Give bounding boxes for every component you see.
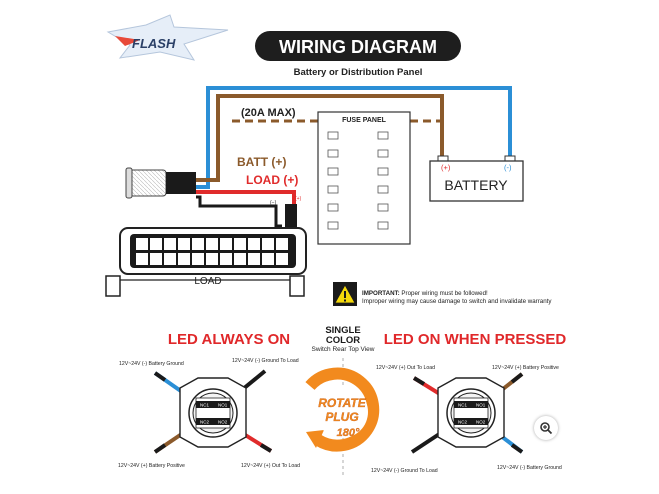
single-color-line2: COLOR xyxy=(326,335,360,346)
rotate-line2: PLUG xyxy=(325,410,358,424)
zoom-in-icon xyxy=(540,422,553,435)
load-label: LOAD (+) xyxy=(246,173,298,187)
load-positive-small: (+) xyxy=(295,196,302,202)
right-pin-bl: NC2 xyxy=(458,420,467,425)
svg-text:IMPORTANT: Proper wiring must: IMPORTANT: Proper wiring must be followe… xyxy=(362,290,488,297)
rotate-line1: ROTATE xyxy=(318,396,367,410)
left-pin-tr: NO1 xyxy=(218,403,228,408)
page-subtitle: Battery or Distribution Panel xyxy=(294,67,423,78)
fuse-panel-label: FUSE PANEL xyxy=(342,117,387,124)
right-label-br: 12V~24V (-) Battery Ground xyxy=(497,465,562,471)
left-pin-tl: NC1 xyxy=(200,403,209,408)
blue-ground-wire xyxy=(196,86,512,189)
battery-positive-label: (+) xyxy=(441,163,451,172)
warning-icon xyxy=(333,282,357,306)
page-title: WIRING DIAGRAM xyxy=(279,37,437,57)
left-pin-br: NO2 xyxy=(218,420,228,425)
left-label-tr: 12V~24V (-) Ground To Load xyxy=(232,358,299,364)
right-label-tr: 12V~24V (+) Battery Positive xyxy=(492,365,559,371)
black-ground-wire xyxy=(196,195,282,228)
battery-label: BATTERY xyxy=(444,177,508,193)
left-pin-bl: NC2 xyxy=(200,420,209,425)
warning-line2: Improper wiring may cause damage to swit… xyxy=(362,298,552,305)
batt-label: BATT (+) xyxy=(237,155,286,169)
warning-notice: IMPORTANT: Proper wiring must be followe… xyxy=(333,282,552,306)
rear-view-label: Switch Rear Top View xyxy=(312,346,375,353)
left-label-tl: 12V~24V (-) Battery Ground xyxy=(119,361,184,367)
mode-left-title: LED ALWAYS ON xyxy=(168,331,290,348)
load-negative-small: (−) xyxy=(270,200,277,206)
led-light-bar xyxy=(105,227,307,297)
switch-body xyxy=(125,167,196,199)
left-switch-rear: NC1 NO1 NC2 NO2 xyxy=(153,369,273,454)
warning-bold: IMPORTANT: xyxy=(362,290,400,297)
right-pin-tl: NC1 xyxy=(458,403,467,408)
right-pin-br: NO2 xyxy=(476,420,486,425)
right-pin-tr: NO1 xyxy=(476,403,486,408)
brown-batt-wire xyxy=(196,94,444,182)
left-label-bl: 12V~24V (+) Battery Positive xyxy=(118,463,185,469)
single-color-line1: SINGLE xyxy=(325,325,360,336)
right-switch-rear: NC1 NO1 NC2 NO2 xyxy=(410,372,524,454)
battery-negative-label: (-) xyxy=(504,163,512,172)
zoom-button[interactable] xyxy=(534,416,558,440)
rotate-plug-badge: ROTATE PLUG 180° xyxy=(305,367,380,452)
logo-text: FLASH xyxy=(132,36,176,51)
right-label-bl: 12V~24V (-) Ground To Load xyxy=(371,468,438,474)
red-load-wire xyxy=(196,190,296,205)
title-pill xyxy=(255,31,461,61)
battery: (+) (-) BATTERY xyxy=(429,155,524,202)
rotate-line3: 180° xyxy=(337,427,360,439)
right-label-tl: 12V~24V (+) Out To Load xyxy=(376,365,435,371)
max-current-label: (20A MAX) xyxy=(241,107,296,119)
warning-line1: Proper wiring must be followed! xyxy=(400,290,488,297)
mode-right-title: LED ON WHEN PRESSED xyxy=(384,331,567,348)
fuse-panel: FUSE PANEL xyxy=(317,111,411,245)
brand-logo: FLASH xyxy=(106,14,229,61)
left-label-br: 12V~24V (+) Out To Load xyxy=(241,463,300,469)
load-caption: LOAD xyxy=(194,276,221,287)
